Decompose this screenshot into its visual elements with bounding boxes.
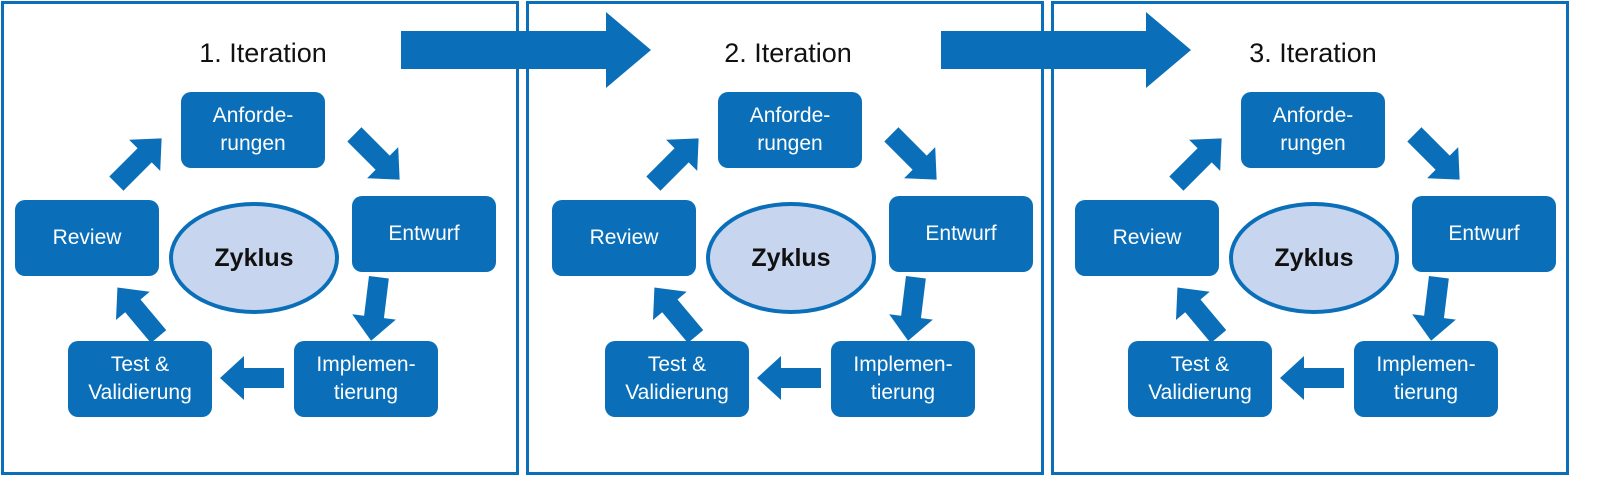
iteration-title: 3. Iteration — [1249, 38, 1377, 68]
step-test-validation: Test & Validierung — [68, 341, 212, 417]
arrow-implementation-to-test — [757, 356, 821, 400]
step-implementation: Implemen- tierung — [1354, 341, 1498, 417]
arrow-design-to-implementation — [1412, 276, 1456, 341]
step-review: Review — [15, 200, 159, 276]
arrow-review-to-requirements — [109, 138, 162, 191]
step-requirements: Anforde- rungen — [181, 92, 325, 168]
arrow-test-to-review — [653, 287, 704, 343]
cycle-ellipse: Zyklus — [1229, 202, 1399, 314]
iteration-panel-2: 2. Iteration Anforde- rungen Entwurf Imp… — [526, 1, 1044, 475]
step-review: Review — [552, 200, 696, 276]
arrow-test-to-review — [116, 287, 167, 343]
cycle-ellipse: Zyklus — [706, 202, 876, 314]
step-review: Review — [1075, 200, 1219, 276]
step-implementation: Implemen- tierung — [294, 341, 438, 417]
step-requirements: Anforde- rungen — [1241, 92, 1385, 168]
iteration-panel-1: 1. Iteration Anforde- rungen Entwurf Imp… — [1, 1, 519, 475]
arrow-test-to-review — [1176, 287, 1227, 343]
arrow-review-to-requirements — [1169, 138, 1222, 191]
arrow-requirements-to-design — [884, 127, 937, 180]
cycle-ellipse: Zyklus — [169, 202, 339, 314]
next-iteration-arrow-2-to-3 — [941, 12, 1191, 88]
arrow-implementation-to-test — [1280, 356, 1344, 400]
iteration-panel-3: 3. Iteration Anforde- rungen Entwurf Imp… — [1051, 1, 1569, 475]
step-design: Entwurf — [352, 196, 496, 272]
step-test-validation: Test & Validierung — [605, 341, 749, 417]
iteration-title: 2. Iteration — [724, 38, 852, 68]
arrow-design-to-implementation — [889, 276, 933, 341]
step-design: Entwurf — [1412, 196, 1556, 272]
step-requirements: Anforde- rungen — [718, 92, 862, 168]
arrow-requirements-to-design — [347, 127, 400, 180]
step-implementation: Implemen- tierung — [831, 341, 975, 417]
next-iteration-arrow-1-to-2 — [401, 12, 651, 88]
iteration-title: 1. Iteration — [199, 38, 327, 68]
arrow-review-to-requirements — [646, 138, 699, 191]
step-test-validation: Test & Validierung — [1128, 341, 1272, 417]
arrow-requirements-to-design — [1407, 127, 1460, 180]
step-design: Entwurf — [889, 196, 1033, 272]
arrow-design-to-implementation — [352, 276, 396, 341]
arrow-implementation-to-test — [220, 356, 284, 400]
